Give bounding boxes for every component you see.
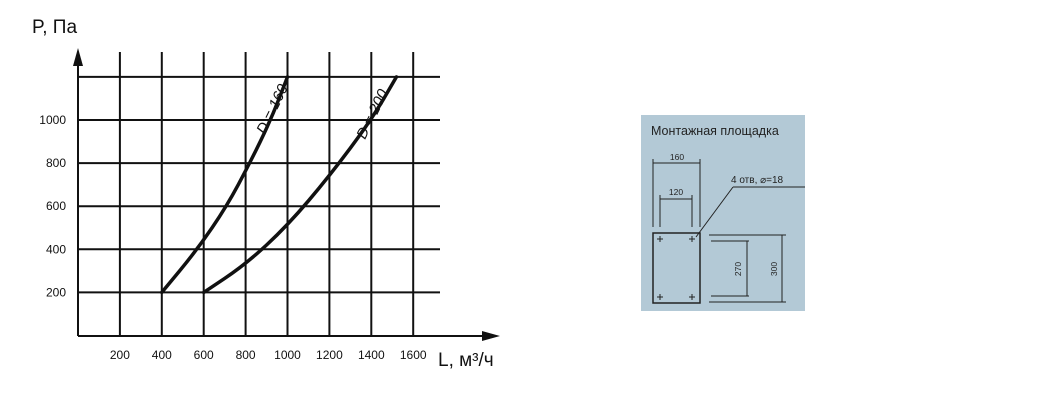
x-tick-label: 1600 [400,348,427,362]
x-tick-label: 600 [194,348,214,362]
y-tick-label: 400 [46,242,66,256]
x-axis-label: L, м³/ч [438,350,494,371]
x-tick-label: 400 [152,348,172,362]
y-tick-label: 1000 [39,113,66,127]
y-tick-label: 600 [46,199,66,213]
holes-label: 4 отв, ⌀=18 [731,175,784,186]
mounting-panel: Монтажная площадка 160 120 4 отв, ⌀=18 2… [641,115,805,311]
x-tick-label: 1400 [358,348,385,362]
series-line-1 [201,75,399,295]
x-tick-label: 800 [236,348,256,362]
pressure-flow-chart: 200 400 600 800 1000 1200 1400 1600 200 400 600 800… [32,17,500,371]
series-label: D = 200 [353,86,392,142]
dim-300: 300 [769,262,779,276]
y-axis-arrow [73,48,83,66]
panel-title: Монтажная площадка [651,124,779,138]
y-tick-label: 200 [46,285,66,299]
series-label: D = 160 [253,81,292,137]
x-axis-arrow [482,331,500,341]
dim-160: 160 [670,152,684,162]
x-tick-label: 1200 [316,348,343,362]
mounting-drawing: Монтажная площадка 160 120 4 отв, ⌀=18 2… [651,124,805,304]
dim-270: 270 [733,262,743,276]
dim-120: 120 [669,187,683,197]
y-axis-label: P, Па [32,17,77,38]
x-tick-label: 1000 [274,348,301,362]
x-tick-label: 200 [110,348,130,362]
series-line-0 [160,75,290,295]
y-tick-label: 800 [46,156,66,170]
